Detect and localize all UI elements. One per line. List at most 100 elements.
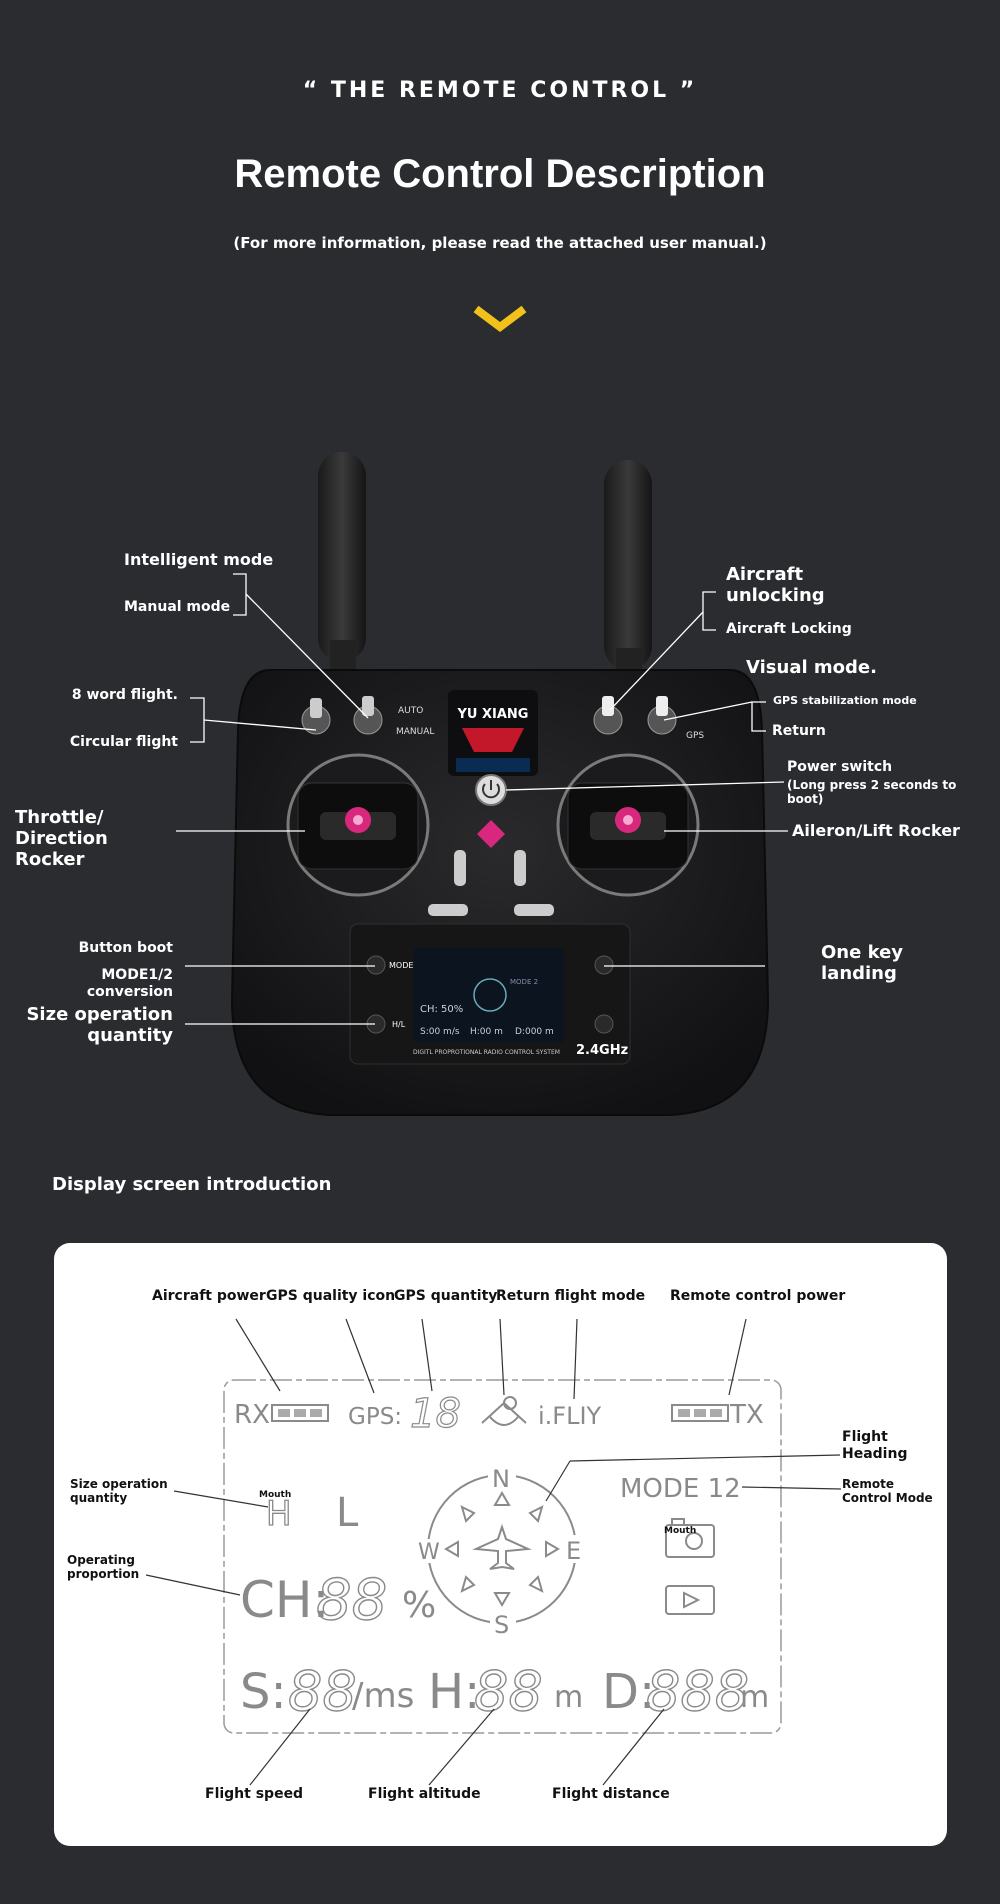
lcd-d-digits: 888 xyxy=(646,1660,749,1723)
svg-text:MODE: MODE xyxy=(389,961,413,970)
display-panel: RX GPS: 18 i.FLIY TX H L CH: 88 % N xyxy=(54,1243,947,1846)
svg-text:H:00 m: H:00 m xyxy=(470,1027,503,1037)
lcd-percent: % xyxy=(402,1585,436,1626)
label-intelligent-mode: Intelligent mode xyxy=(124,550,274,569)
chevron-down-icon xyxy=(473,305,527,332)
return-flight-icon xyxy=(481,1396,527,1426)
trim-right-vertical xyxy=(514,850,526,886)
label-return: Return xyxy=(772,723,826,739)
lcd-ms: /ms xyxy=(352,1676,414,1716)
svg-text:2.4GHz: 2.4GHz xyxy=(576,1043,628,1058)
label-aircraft-power: Aircraft power xyxy=(152,1288,266,1304)
lcd-ch-digits: 88 xyxy=(316,1568,387,1633)
label-circular-flight: Circular flight xyxy=(69,734,178,750)
rth-button xyxy=(594,1014,614,1034)
lcd-screen xyxy=(414,948,564,1042)
trim-left-vertical xyxy=(454,850,466,886)
lcd-m1: m xyxy=(554,1680,583,1715)
svg-text:CH: 50%: CH: 50% xyxy=(420,1004,463,1015)
trim-left-horizontal xyxy=(428,904,468,916)
video-icon xyxy=(665,1585,715,1615)
label-power-switch-note: (Long press 2 seconds to boot) xyxy=(787,778,957,807)
label-flight-distance: Flight distance xyxy=(552,1786,670,1802)
lcd-tx: TX xyxy=(729,1400,764,1430)
switch-left-inner xyxy=(353,696,383,735)
lcd-ifly: i.FLIY xyxy=(538,1402,602,1430)
lcd-gps-digits: 18 xyxy=(410,1391,461,1437)
compass-w: W xyxy=(418,1540,440,1565)
label-return-flight-mode: Return flight mode xyxy=(496,1288,646,1304)
lcd-m2: m xyxy=(740,1680,769,1715)
svg-text:H/L: H/L xyxy=(392,1020,406,1029)
compass xyxy=(427,1474,577,1624)
lcd-d: D: xyxy=(602,1664,655,1720)
label-size-operation-quantity: Size operation quantity xyxy=(26,1004,173,1047)
label-mouth-right: Mouth xyxy=(664,1526,697,1536)
auto-label: AUTO xyxy=(398,706,423,716)
display-section-title: Display screen introduction xyxy=(52,1174,332,1195)
label-size-operation-quantity-display: Size operation quantity xyxy=(70,1477,168,1506)
label-visual-mode: Visual mode. xyxy=(746,657,877,678)
label-gps-quality-icon: GPS quality icon xyxy=(266,1288,396,1304)
power-button xyxy=(475,774,507,806)
switch-right-inner xyxy=(593,696,623,735)
label-button-boot: Button boot xyxy=(78,940,173,956)
trim-right-horizontal xyxy=(514,904,554,916)
remote-controller-illustration: AUTO MANUAL GPS YU XIANG MODE 2 CH: 50% … xyxy=(176,452,788,1116)
landing-button xyxy=(594,955,614,975)
compass-n: N xyxy=(492,1465,510,1493)
lcd-diagram: RX GPS: 18 i.FLIY TX H L CH: 88 % N xyxy=(145,1318,842,1786)
lcd-h-label: H: xyxy=(428,1664,480,1720)
lcd-rx: RX xyxy=(234,1400,270,1430)
label-gps-stabilization-mode: GPS stabilization mode xyxy=(773,694,917,707)
gps-label: GPS xyxy=(686,731,704,741)
label-mouth-left: Mouth xyxy=(259,1490,292,1500)
brand-text: YU XIANG xyxy=(457,707,529,722)
lcd-s: S: xyxy=(240,1664,287,1720)
svg-text:D:000 m: D:000 m xyxy=(515,1027,554,1037)
switch-right-outer xyxy=(647,696,677,735)
lcd-l: L xyxy=(336,1490,359,1536)
label-aircraft-locking: Aircraft Locking xyxy=(726,621,852,637)
label-aileron-lift-rocker: Aileron/Lift Rocker xyxy=(792,821,960,840)
camera-icon xyxy=(665,1518,715,1558)
display-callout-lines xyxy=(145,1318,842,1786)
label-aircraft-unlocking: Aircraft unlocking xyxy=(726,564,825,607)
label-flight-altitude: Flight altitude xyxy=(368,1786,481,1802)
label-flight-speed: Flight speed xyxy=(205,1786,304,1802)
label-remote-control-mode: Remote Control Mode xyxy=(842,1477,933,1506)
left-gimbal xyxy=(286,753,430,897)
aircraft-icon xyxy=(472,1523,532,1570)
label-one-key-landing: One key landing xyxy=(821,942,904,985)
switch-left-outer xyxy=(301,698,331,735)
label-operating-proportion: Operating proportion xyxy=(67,1553,140,1582)
label-8-word-flight: 8 word flight. xyxy=(71,687,178,703)
svg-text:MODE 2: MODE 2 xyxy=(510,978,538,986)
callout-lines xyxy=(176,573,788,1025)
compass-s: S xyxy=(494,1611,509,1639)
compass-e: E xyxy=(566,1537,581,1565)
lcd-s-digits: 88 xyxy=(288,1660,357,1723)
svg-text:DIGITL PROPROTIONAL RADIO CONT: DIGITL PROPROTIONAL RADIO CONTROL SYSTEM xyxy=(413,1049,560,1056)
lcd-h-digits: 88 xyxy=(474,1660,543,1723)
lcd-h: H xyxy=(266,1494,292,1534)
lcd-gps: GPS: xyxy=(348,1404,402,1430)
label-manual-mode: Manual mode xyxy=(124,599,231,615)
lcd-mode: MODE 12 xyxy=(620,1474,741,1504)
center-diamond-button xyxy=(477,820,505,848)
lcd-ch: CH: xyxy=(240,1571,329,1629)
label-gps-quantity: GPS quantity xyxy=(394,1288,498,1304)
label-flight-heading: Flight Heading xyxy=(842,1429,908,1462)
mode-button xyxy=(366,955,386,975)
aircraft-battery-icon xyxy=(271,1404,329,1422)
label-remote-control-power: Remote control power xyxy=(670,1288,846,1304)
svg-text:S:00 m/s: S:00 m/s xyxy=(420,1027,460,1037)
label-power-switch: Power switch xyxy=(787,759,893,775)
remote-battery-icon xyxy=(671,1404,729,1422)
manual-label: MANUAL xyxy=(396,727,434,737)
page-title: Remote Control Description xyxy=(234,152,766,196)
label-mode-conversion: MODE1/2 conversion xyxy=(86,967,173,1000)
kicker-title: “ THE REMOTE CONTROL ” xyxy=(302,78,698,103)
brand-logo xyxy=(462,728,524,752)
page-subtitle: (For more information, please read the a… xyxy=(233,234,767,252)
